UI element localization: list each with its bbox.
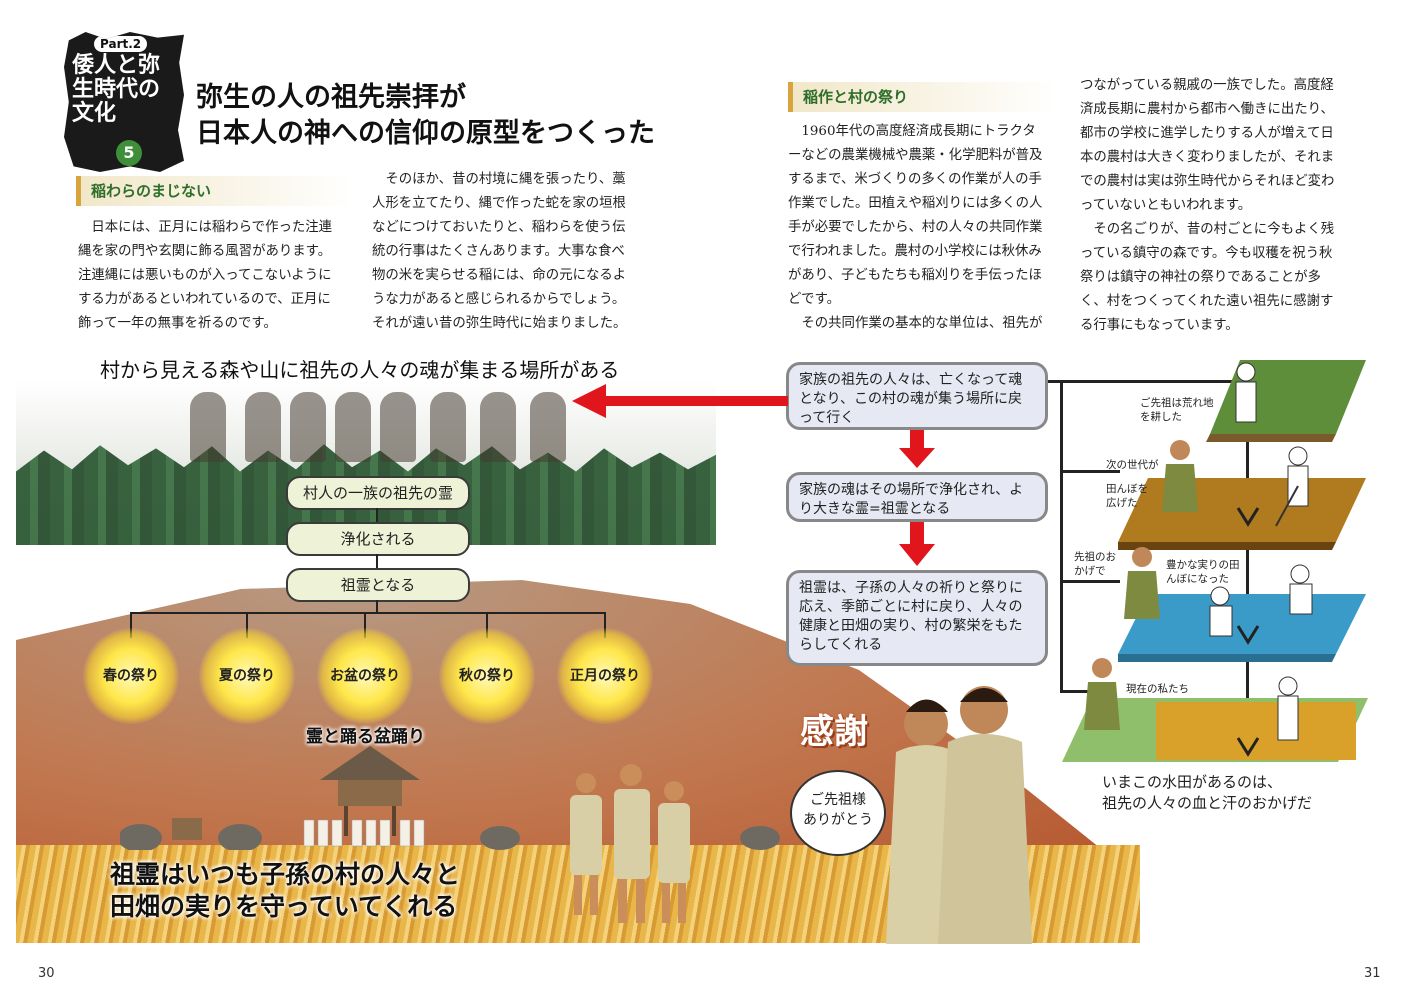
- ancestor-figure: [190, 392, 226, 462]
- festival-obon: お盆の祭り: [317, 628, 413, 724]
- conclusion-line-1: いまこの水田があるのは、: [1102, 773, 1283, 791]
- section1-col1: 日本には、正月には稲わらで作った注連縄を家の門や玄関に飾る風習があります。注連縄…: [78, 216, 344, 336]
- paragraph: その名ごりが、昔の村ごとに今もよく残っている鎮守の森です。今も収穫を祝う秋祭りは…: [1080, 222, 1335, 333]
- connector: [1060, 690, 1090, 693]
- paragraph: その共同作業の基本的な単位は、祖先が: [801, 316, 1043, 331]
- label-present-us: 現在の私たち: [1126, 683, 1189, 695]
- part-label: Part.2: [94, 36, 148, 52]
- paragraph: つながっている親戚の一族でした。高度経済成長期に農村から都市へ働きに出たり、都市…: [1080, 78, 1335, 213]
- village-huts: [120, 818, 780, 850]
- connector: [376, 600, 378, 614]
- label-thanks-to-ancestors: 先祖のおかげで: [1074, 551, 1116, 577]
- festival-autumn: 秋の祭り: [439, 628, 535, 724]
- speech-bubble: ご先祖様 ありがとう: [790, 770, 886, 856]
- connector: [130, 612, 132, 638]
- ancestor-figure: [380, 392, 416, 462]
- arrow-down: [899, 522, 935, 566]
- connector: [1048, 380, 1248, 383]
- praying-ancestor: [1124, 547, 1160, 619]
- ancestor-figure: [430, 392, 466, 462]
- label-rich-harvest: 豊かな実りの田んぼになった: [1166, 559, 1240, 585]
- down-arrow-icon: [1236, 737, 1260, 757]
- caption-ancestor-place: 村から見える森や山に祖先の人々の魂が集まる場所がある: [100, 358, 620, 382]
- caption-guardian-1: 祖霊はいつも子孫の村の人々と: [110, 860, 461, 889]
- connector: [1060, 470, 1120, 473]
- thanks-word: 感謝: [800, 712, 868, 752]
- page-title-line1: 弥生の人の祖先崇拝が: [196, 82, 466, 113]
- connector: [246, 612, 248, 638]
- connector: [486, 612, 488, 638]
- connector: [130, 612, 605, 614]
- praying-couple-illustration: [886, 686, 1032, 944]
- connector: [1246, 380, 1249, 750]
- ancestor-figure: [335, 392, 371, 462]
- storehouse-illustration: [303, 746, 425, 847]
- section1-col2: そのほか、昔の村境に縄を張ったり、藁人形を立てたり、縄で作った蛇を家の垣根などに…: [372, 168, 634, 336]
- label-next-generation: 次の世代が: [1106, 459, 1159, 471]
- ancestor-figure: [480, 392, 516, 462]
- label-expanded-paddies: 田んぼを広げた: [1106, 483, 1148, 509]
- section2-col2: つながっている親戚の一族でした。高度経済成長期に農村から都市へ働きに出たり、都市…: [1080, 74, 1342, 338]
- section-heading-festival: 稲作と村の祭り: [788, 82, 1057, 112]
- present-farmer: [1277, 676, 1299, 741]
- chain-ancestral-spirit: 祖霊となる: [286, 568, 470, 602]
- ancestor-figure: [245, 392, 281, 462]
- bubble-line-1: ご先祖様: [810, 792, 866, 808]
- chapter-title: 倭人と弥生時代の文化: [72, 53, 161, 126]
- connector: [376, 554, 378, 568]
- kneeling-ancestor: [1162, 440, 1198, 512]
- section-heading-rice-straw: 稲わらのまじない: [76, 176, 353, 206]
- ancestor-figure: [290, 392, 326, 462]
- festival-spring: 春の祭り: [83, 628, 179, 724]
- paragraph: 日本には、正月には稲わらで作った注連縄を家の門や玄関に飾る風習があります。注連縄…: [78, 220, 333, 331]
- paragraph: 1960年代の高度経済成長期にトラクターなどの農業機械や農薬・化学肥料が普及する…: [788, 124, 1043, 307]
- connector: [364, 612, 366, 638]
- bubble-line-2: ありがとう: [803, 812, 873, 828]
- connector: [1060, 580, 1120, 583]
- farmers-planting: [1209, 564, 1313, 637]
- ancestor-figure: [530, 392, 566, 462]
- arrow-down: [899, 430, 935, 468]
- page-number-right: 31: [1364, 966, 1381, 981]
- arrow-to-forest: [572, 384, 788, 418]
- chapter-number: 5: [116, 140, 142, 166]
- page-title-line2: 日本人の神への信仰の原型をつくった: [196, 118, 655, 149]
- festival-new-year: 正月の祭り: [557, 628, 653, 724]
- conclusion-line-2: 祖先の人々の血と汗のおかげだ: [1102, 794, 1313, 812]
- caption-bon-dance: 霊と踊る盆踊り: [306, 727, 425, 747]
- paragraph: そのほか、昔の村境に縄を張ったり、藁人形を立てたり、縄で作った蛇を家の垣根などに…: [372, 172, 627, 331]
- connector: [376, 508, 378, 522]
- flow-box-blessing: 祖霊は、子孫の人々の祈りと祭りに応え、季節ごとに村に戻り、人々の健康と田畑の実り…: [786, 570, 1048, 666]
- farmer-hoeing: [1275, 446, 1309, 527]
- chain-purified: 浄化される: [286, 522, 470, 556]
- chapter-badge: Part.2 倭人と弥生時代の文化 5: [64, 32, 184, 172]
- down-arrow-icon: [1236, 625, 1260, 645]
- connector: [1060, 380, 1063, 692]
- flow-box-return: 家族の祖先の人々は、亡くなって魂となり、この村の魂が集う場所に戻って行く: [786, 362, 1048, 430]
- connector: [604, 612, 606, 638]
- label-ancestor-cultivated: ご先祖は荒れ地を耕した: [1140, 397, 1214, 423]
- chain-ancestor-spirits: 村人の一族の祖先の霊: [286, 476, 470, 510]
- festival-summer: 夏の祭り: [199, 628, 295, 724]
- ancestor-silhouettes: [190, 392, 710, 462]
- caption-guardian-2: 田畑の実りを守っていてくれる: [110, 892, 458, 921]
- villagers-illustration: [570, 764, 690, 923]
- section2-col1: 1960年代の高度経済成長期にトラクターなどの農業機械や農薬・化学肥料が普及する…: [788, 120, 1048, 336]
- present-person: [1084, 658, 1120, 730]
- field-tile-wild: [1206, 360, 1366, 442]
- down-arrow-icon: [1236, 507, 1260, 527]
- flow-box-purify: 家族の魂はその場所で浄化され、より大きな霊=祖霊となる: [786, 472, 1048, 522]
- page-number-left: 30: [38, 966, 55, 981]
